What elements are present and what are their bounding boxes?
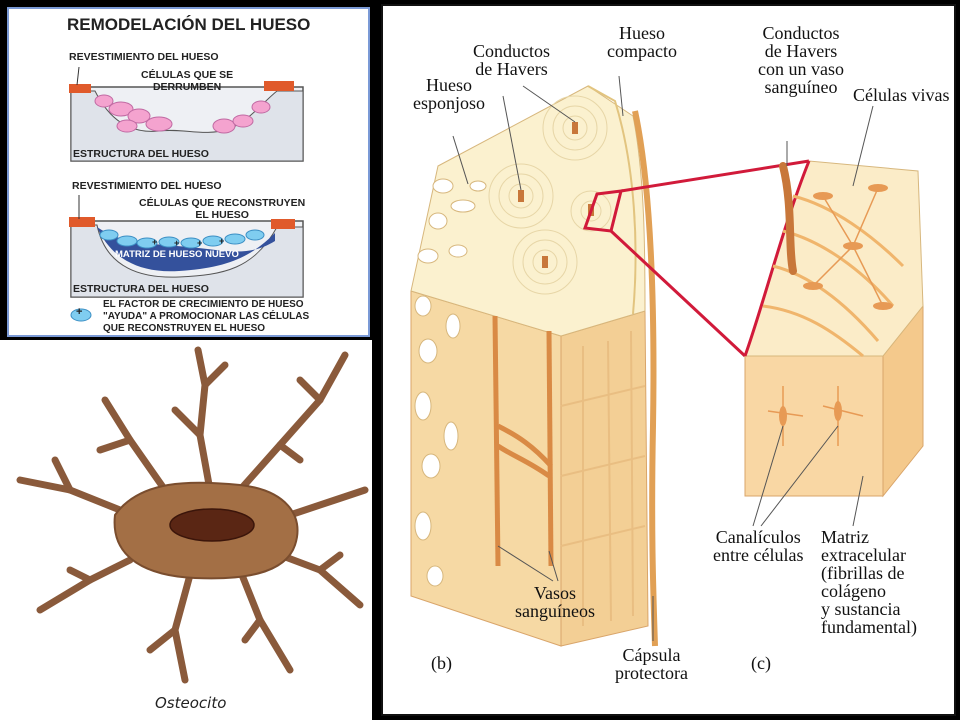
new-bone-matrix bbox=[97, 227, 275, 272]
bottom-lining-left bbox=[69, 217, 95, 227]
osteocyte-illustration bbox=[16, 346, 369, 684]
remodeling-illustration: + + + + bbox=[69, 66, 304, 322]
bone-block-c bbox=[743, 160, 924, 498]
remodeling-title: REMODELACIÓN DEL HUESO bbox=[67, 15, 311, 34]
top-lining-right bbox=[264, 81, 294, 91]
havers-vessel-label: Conductos de Havers con un vaso sanguíne… bbox=[758, 23, 844, 97]
havers-canals-label: Conductos de Havers bbox=[473, 41, 551, 79]
blood-vessels bbox=[492, 315, 554, 567]
protective-capsule-label: Cápsula protectora bbox=[615, 645, 688, 683]
living-cells-label: Células vivas bbox=[853, 85, 950, 105]
growth-factor-legend: EL FACTOR DE CRECIMIENTO DE HUESO "AYUDA… bbox=[103, 299, 310, 334]
panel-b-label: (b) bbox=[431, 653, 452, 673]
blood-vessels-label: Vasos sanguíneos bbox=[515, 583, 595, 621]
breaking-cells bbox=[94, 94, 271, 134]
top-cells-label: CÉLULAS QUE SE DERRUMBEN bbox=[141, 69, 234, 93]
top-structure-label: ESTRUCTURA DEL HUESO bbox=[73, 148, 209, 160]
osteocyte-caption: Osteocito bbox=[155, 694, 227, 712]
panel-c-label: (c) bbox=[751, 653, 771, 673]
legend-symbol: + bbox=[76, 306, 83, 318]
extracellular-matrix-label: Matriz extracelular (fibrillas de coláge… bbox=[821, 527, 917, 637]
lamellae bbox=[762, 194, 905, 358]
svg-text:+: + bbox=[152, 237, 157, 247]
rebuilding-cells bbox=[99, 229, 265, 249]
bone-section-panel: Conductos de Havers Hueso compacto Hueso… bbox=[381, 4, 956, 716]
bone-block-b bbox=[410, 85, 658, 647]
bottom-cells-label: CÉLULAS QUE RECONSTRUYEN EL HUESO bbox=[139, 197, 306, 221]
top-lining-left bbox=[69, 84, 91, 93]
osteocyte-nucleus bbox=[169, 508, 255, 542]
bottom-structure-label: ESTRUCTURA DEL HUESO bbox=[73, 283, 209, 295]
spongy-bone-label: Hueso esponjoso bbox=[413, 75, 485, 113]
new-matrix-label: MATRIZ DE HUESO NUEVO bbox=[115, 249, 239, 260]
osteocyte-processes bbox=[16, 346, 369, 684]
svg-text:+: + bbox=[197, 238, 202, 248]
bone-remodeling-panel: + + + + REMODELACIÓN DEL HUESO REVESTIMIENT… bbox=[7, 7, 370, 337]
growth-factor-marks: + + + + bbox=[152, 236, 224, 248]
havers-vessel bbox=[779, 162, 797, 275]
spongy-cavities bbox=[414, 178, 487, 587]
compact-bone-label: Hueso compacto bbox=[607, 23, 677, 61]
canaliculi bbox=[767, 187, 884, 446]
top-bone-surface bbox=[70, 90, 304, 162]
bottom-lining-label: REVESTIMIENTO DEL HUESO bbox=[72, 180, 222, 192]
magnification-connector bbox=[582, 159, 810, 358]
leader-lines bbox=[452, 75, 874, 641]
osteocyte-panel: Osteocito bbox=[0, 340, 372, 720]
canaliculi-label: Canalículos entre células bbox=[713, 527, 804, 565]
bottom-lining-right bbox=[271, 219, 295, 229]
svg-text:+: + bbox=[174, 238, 179, 248]
bone-section-illustration bbox=[410, 75, 924, 647]
top-lining-label: REVESTIMIENTO DEL HUESO bbox=[69, 51, 219, 63]
growth-factor-icon bbox=[70, 308, 92, 322]
svg-text:+: + bbox=[219, 236, 224, 246]
